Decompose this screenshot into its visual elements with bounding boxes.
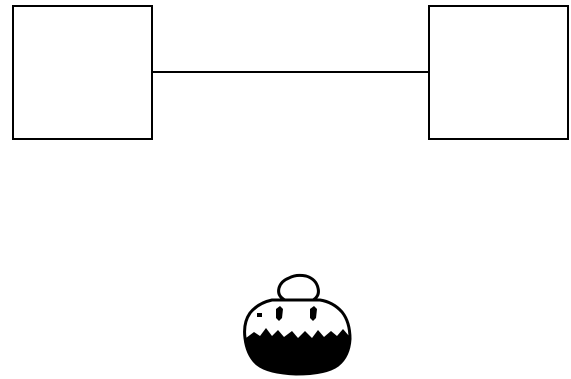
right-box[interactable] bbox=[429, 6, 568, 139]
left-box[interactable] bbox=[13, 6, 152, 139]
pudding-blob-icon bbox=[245, 275, 350, 374]
